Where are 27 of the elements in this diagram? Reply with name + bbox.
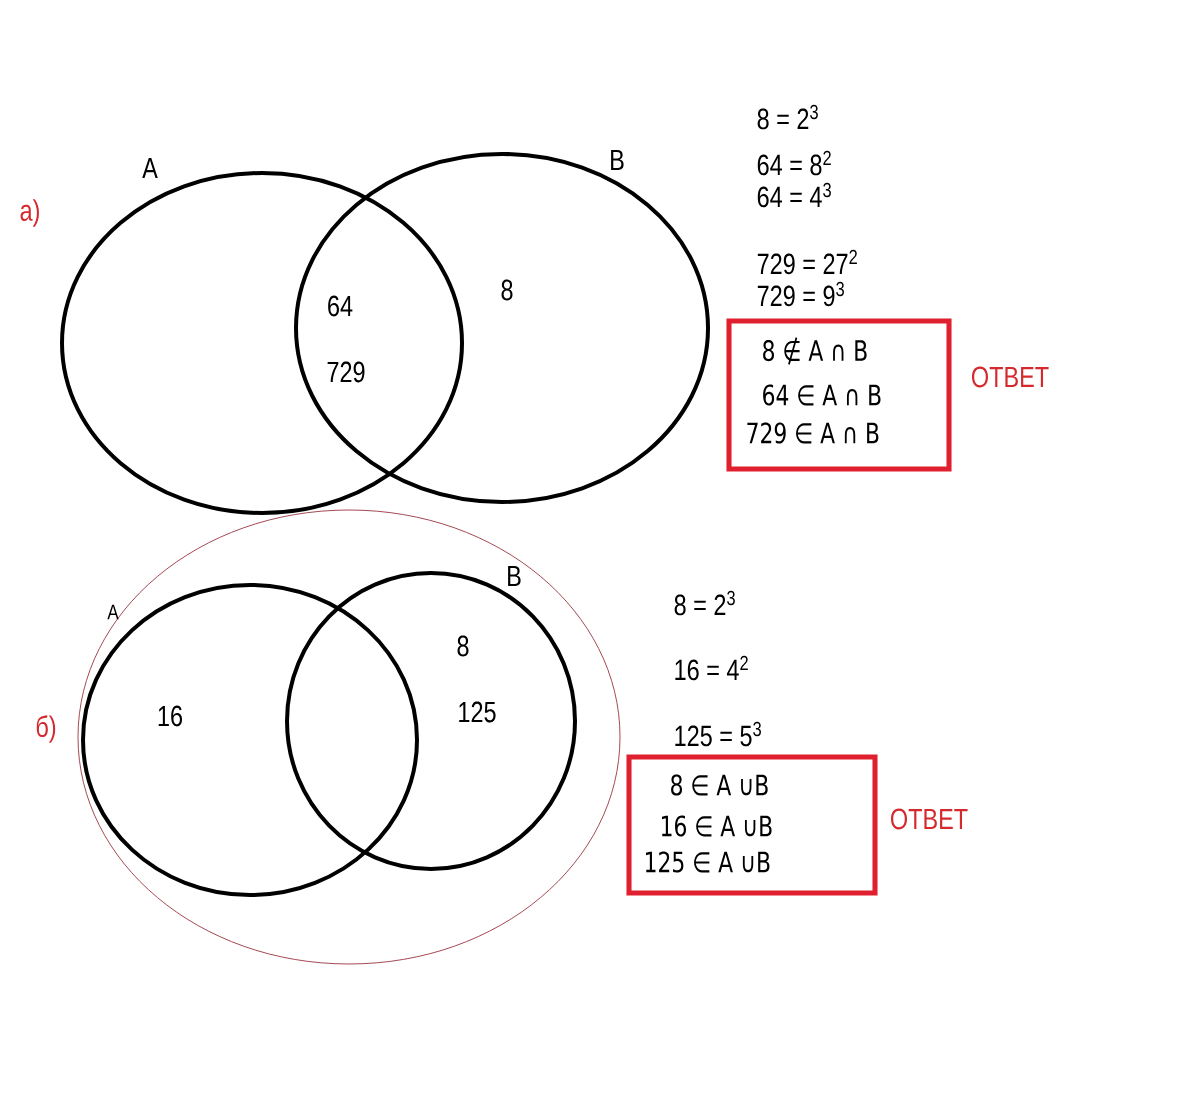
element-number: 125 bbox=[459, 701, 496, 723]
set-name: B bbox=[611, 149, 624, 171]
membership-statement: 729 ∈ A ∩ B bbox=[747, 422, 879, 444]
membership-statement: 16 ∈ A ∪B bbox=[662, 815, 772, 837]
power-equation: 64 = 8$^{2}$ bbox=[757, 150, 831, 176]
power-equation: 8 = 2$^{3}$ bbox=[757, 104, 818, 130]
power-equation: 729 = 9$^{3}$ bbox=[757, 281, 844, 307]
set-name: B bbox=[508, 565, 521, 587]
element-number: 8 bbox=[501, 279, 513, 301]
membership-statement: 64 ∈ A ∩ B bbox=[763, 384, 881, 406]
set-name: A bbox=[107, 604, 119, 620]
element-number: 16 bbox=[158, 705, 183, 727]
element-number: 8 bbox=[457, 635, 469, 657]
element-number: 64 bbox=[328, 295, 353, 317]
answer-word: ОТВЕТ bbox=[972, 366, 1049, 388]
membership-statement: 125 ∈ A ∪B bbox=[646, 851, 770, 873]
power-equation: 16 = 4$^{2}$ bbox=[675, 655, 748, 681]
set-name: A bbox=[142, 157, 158, 179]
outer-ellipse bbox=[77, 509, 621, 965]
element-number: 729 bbox=[327, 361, 365, 383]
part-label: б) bbox=[36, 715, 56, 743]
power-equation: 729 = 27$^{2}$ bbox=[757, 249, 857, 275]
power-equation: 64 = 4$^{3}$ bbox=[757, 182, 831, 208]
membership-statement: 8 ∉ A ∩ B bbox=[763, 337, 867, 365]
membership-statement: 8 ∈ A ∪B bbox=[671, 774, 768, 796]
power-equation: 8 = 2$^{3}$ bbox=[674, 590, 735, 616]
answer-word: ОТВЕТ bbox=[891, 808, 968, 830]
